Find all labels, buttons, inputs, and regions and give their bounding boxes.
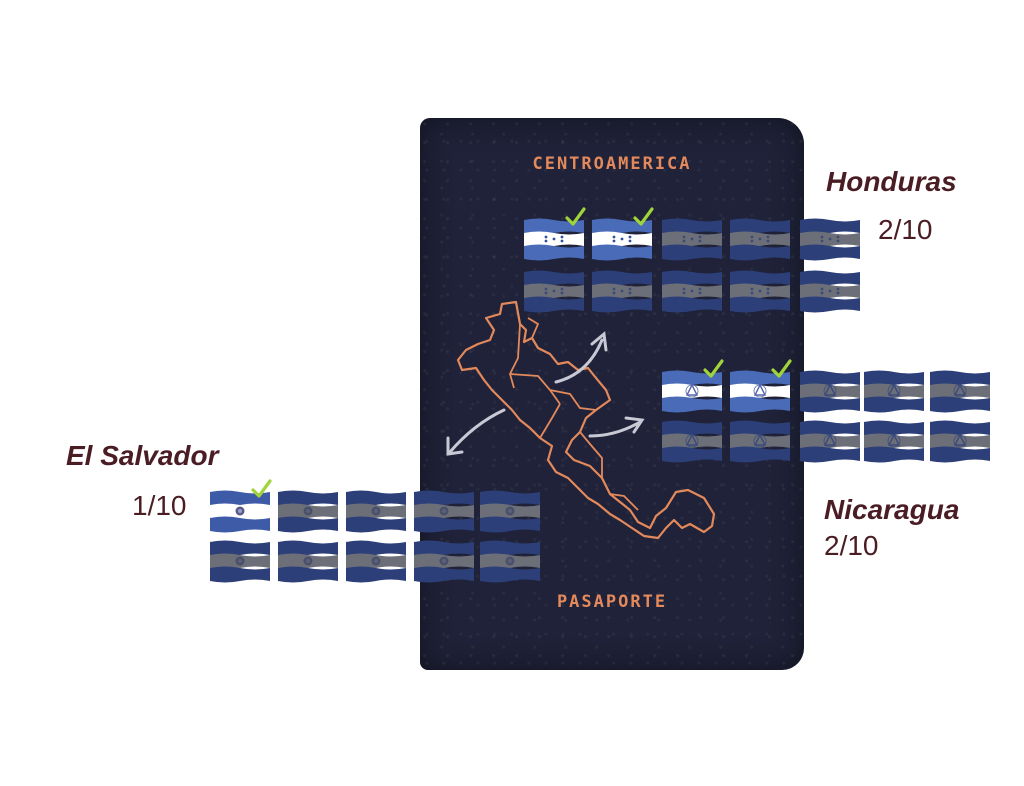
checkmark-icon — [632, 206, 654, 228]
country-name-el-salvador: El Salvador — [66, 440, 219, 471]
flag-unvisited — [930, 420, 990, 463]
flag-unvisited — [278, 540, 338, 583]
flag-unvisited — [930, 370, 990, 413]
flag-unvisited — [414, 540, 474, 583]
flag-visited — [210, 490, 270, 533]
score-honduras: 2/10 — [878, 214, 933, 245]
flag-unvisited — [864, 370, 924, 413]
flag-visited — [662, 370, 722, 413]
flag-unvisited — [592, 270, 652, 313]
flag-unvisited — [480, 540, 540, 583]
flag-unvisited — [864, 420, 924, 463]
flag-unvisited — [480, 490, 540, 533]
map-borders — [509, 317, 639, 511]
arrow-north — [554, 331, 608, 384]
passport-top-label: CENTROAMERICA — [532, 154, 692, 174]
flag-unvisited — [730, 270, 790, 313]
flag-unvisited — [800, 270, 860, 313]
flag-unvisited — [346, 490, 406, 533]
country-name-honduras: Honduras — [826, 166, 957, 197]
flag-unvisited — [210, 540, 270, 583]
flag-visited — [592, 218, 652, 261]
map-outline — [456, 300, 716, 540]
flag-visited — [524, 218, 584, 261]
arrow-east — [588, 416, 645, 438]
central-america-map — [446, 300, 716, 540]
flag-unvisited — [730, 218, 790, 261]
flag-unvisited — [524, 270, 584, 313]
checkmark-icon — [702, 358, 724, 380]
score-el-salvador: 1/10 — [132, 490, 187, 521]
flag-unvisited — [346, 540, 406, 583]
passport-bottom-label: PASAPORTE — [556, 592, 668, 612]
flag-unvisited — [278, 490, 338, 533]
checkmark-icon — [250, 478, 272, 500]
flag-unvisited — [414, 490, 474, 533]
arrow-west — [446, 408, 506, 456]
checkmark-icon — [564, 206, 586, 228]
flag-visited — [730, 370, 790, 413]
flag-unvisited — [800, 218, 860, 261]
flag-unvisited — [800, 420, 860, 463]
country-name-nicaragua: Nicaragua — [824, 494, 960, 525]
score-nicaragua: 2/10 — [824, 530, 879, 561]
flag-unvisited — [662, 270, 722, 313]
flag-unvisited — [800, 370, 860, 413]
flag-unvisited — [730, 420, 790, 463]
flag-unvisited — [662, 420, 722, 463]
flag-unvisited — [662, 218, 722, 261]
checkmark-icon — [770, 358, 792, 380]
